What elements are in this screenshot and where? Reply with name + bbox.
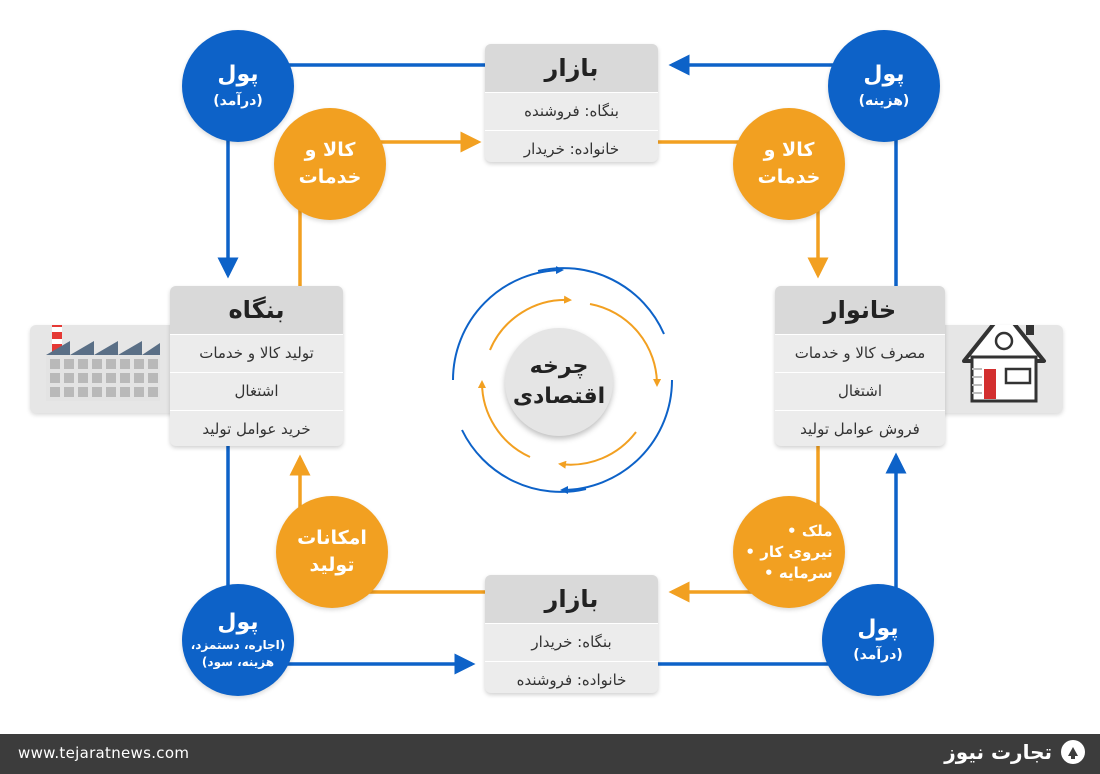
footer-brand[interactable]: تجارت نیوز — [944, 739, 1086, 765]
money-tr-sub: (هزینه) — [858, 93, 910, 109]
cycle-arc-orange-bottom — [558, 431, 637, 469]
production-line-2: تولید — [309, 554, 355, 576]
cycle-arc-orange-left — [477, 380, 531, 458]
house-icon — [962, 309, 1046, 403]
market-top-title: بازار — [485, 44, 658, 92]
footer-bar: www.tejaratnews.com تجارت نیوز — [0, 734, 1100, 774]
money-tl-title: پول — [217, 62, 259, 87]
market-card-bottom: بازار بنگاه: خریدار خانواده: فروشنده — [485, 575, 658, 693]
goods-left-line-2: خدمات — [298, 166, 362, 188]
cycle-arc-orange-top — [489, 295, 572, 351]
market-bottom-row-household: خانواده: فروشنده — [485, 661, 658, 699]
money-circle-top-right: پول (هزینه) — [828, 30, 940, 142]
firm-card: بنگاه تولید کالا و خدمات اشتغال خرید عوا… — [170, 286, 343, 446]
factors-item-labor: نیروی کار — [745, 542, 832, 563]
goods-left-line-1: کالا و — [304, 139, 356, 161]
goods-circle-left: کالا و خدمات — [274, 108, 386, 220]
center-line-2: اقتصادی — [512, 384, 606, 409]
household-row-sell-factors: فروش عوامل تولید — [775, 410, 945, 448]
tejaratnews-logo-icon — [1061, 740, 1085, 764]
market-top-row-household: خانواده: خریدار — [485, 130, 658, 168]
money-br-sub: (درآمد) — [853, 647, 903, 663]
footer-brand-text: تجارت نیوز — [944, 740, 1052, 764]
goods-right-line-1: کالا و — [763, 139, 815, 161]
production-line-1: امکانات — [297, 527, 367, 549]
footer-url[interactable]: www.tejaratnews.com — [18, 744, 190, 762]
household-row-employment: اشتغال — [775, 372, 945, 410]
cycle-arc-orange-right — [589, 303, 662, 387]
factors-circle: ملک نیروی کار سرمایه — [733, 496, 845, 608]
goods-right-line-2: خدمات — [757, 166, 821, 188]
market-bottom-title: بازار — [485, 575, 658, 623]
factors-list: ملک نیروی کار سرمایه — [745, 521, 832, 584]
money-bl-sub-2: هزینه، سود) — [201, 655, 275, 669]
factory-icon — [46, 307, 160, 401]
cycle-arc-blue-top — [452, 266, 564, 381]
cycle-arc-blue-bottom — [560, 379, 673, 494]
firm-row-production: تولید کالا و خدمات — [170, 334, 343, 372]
firm-title: بنگاه — [170, 286, 343, 334]
money-circle-bottom-right: پول (درآمد) — [822, 584, 934, 696]
money-br-title: پول — [857, 616, 899, 641]
money-bl-sub-1: (اجاره، دستمزد، — [190, 638, 286, 652]
economic-cycle-center: چرخه اقتصادی — [505, 328, 613, 436]
firm-row-buy-factors: خرید عوامل تولید — [170, 410, 343, 448]
market-top-row-firm: بنگاه: فروشنده — [485, 92, 658, 130]
market-bottom-row-firm: بنگاه: خریدار — [485, 623, 658, 661]
firm-row-employment: اشتغال — [170, 372, 343, 410]
money-bl-title: پول — [217, 610, 259, 635]
money-circle-bottom-left: پول (اجاره، دستمزد، هزینه، سود) — [182, 584, 294, 696]
money-tr-title: پول — [863, 62, 905, 87]
factors-item-land: ملک — [745, 521, 833, 542]
household-title: خانوار — [775, 286, 945, 334]
cycle-arc-blue-left — [461, 429, 587, 493]
center-line-1: چرخه — [529, 354, 589, 379]
production-circle: امکانات تولید — [276, 496, 388, 608]
household-row-consumption: مصرف کالا و خدمات — [775, 334, 945, 372]
factory-illustration-box — [30, 307, 180, 413]
money-tl-sub: (درآمد) — [213, 93, 263, 109]
household-card: خانوار مصرف کالا و خدمات اشتغال فروش عوا… — [775, 286, 945, 446]
money-circle-top-left: پول (درآمد) — [182, 30, 294, 142]
goods-circle-right: کالا و خدمات — [733, 108, 845, 220]
market-card-top: بازار بنگاه: فروشنده خانواده: خریدار — [485, 44, 658, 162]
factors-item-capital: سرمایه — [745, 563, 833, 584]
cycle-arc-blue-right — [537, 267, 665, 335]
